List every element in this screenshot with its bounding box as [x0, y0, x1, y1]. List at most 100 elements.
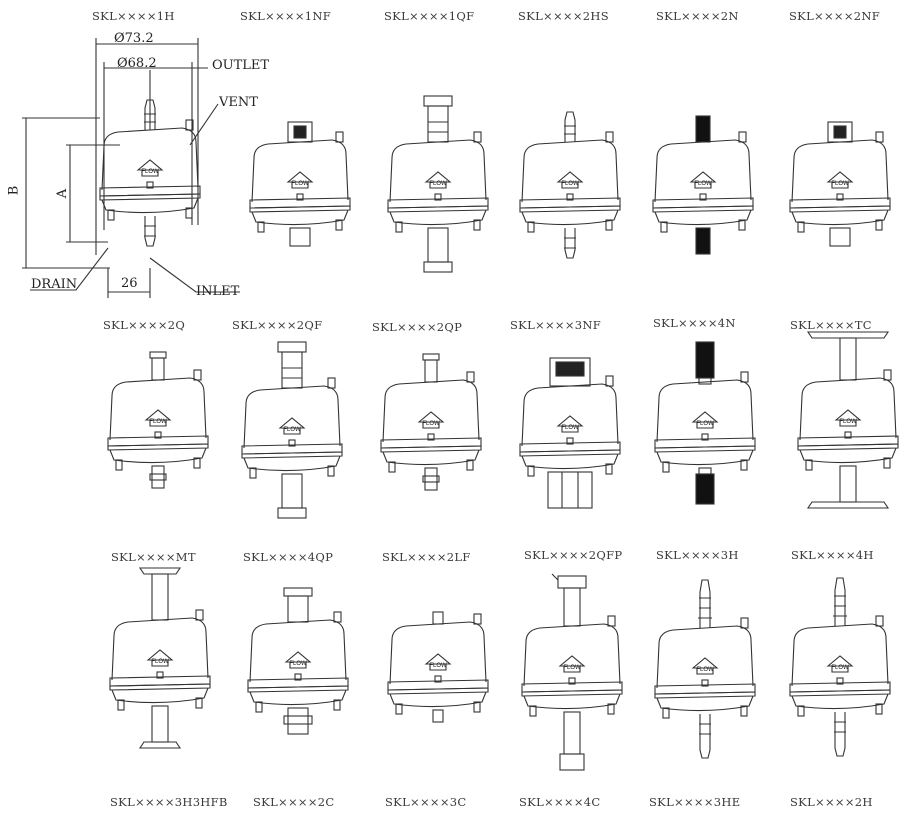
- housing-dome: [523, 383, 617, 403]
- valve-fitting: [563, 587, 581, 627]
- flow-logo-text: FLOW: [141, 169, 159, 175]
- housing-dome: [103, 127, 197, 147]
- qp-fitting: [151, 465, 165, 489]
- marker-square: [836, 677, 844, 685]
- qp-fitting: [422, 353, 440, 361]
- drain-stub: [527, 465, 535, 477]
- flow-logo-text: FLOW: [429, 181, 447, 187]
- inlet-leader: [149, 257, 240, 293]
- flow-logo-text: FLOW: [831, 181, 849, 187]
- flow-logo-icon: [691, 411, 719, 429]
- hose-barb-fitting: [564, 228, 576, 259]
- vent-stub: [327, 377, 336, 389]
- height-b-line: [22, 117, 110, 269]
- drain-stub: [605, 463, 613, 475]
- model-label-4h: SKL××××4H: [791, 548, 874, 562]
- drain-stub: [883, 457, 891, 469]
- housing-side: [389, 153, 487, 203]
- valve-fitting: [551, 573, 559, 581]
- qp-fitting: [287, 595, 309, 623]
- drain-label: DRAIN: [31, 277, 78, 292]
- flow-logo-text: FLOW: [283, 427, 301, 433]
- housing-side: [101, 141, 199, 191]
- housing-band: [519, 205, 621, 213]
- housing-side: [799, 391, 897, 441]
- model-label-4n: SKL××××4N: [653, 316, 736, 330]
- marker-square: [836, 193, 844, 201]
- filter-housing: FLOW: [387, 611, 489, 723]
- inner-diameter-line: [103, 62, 193, 230]
- drain-stub: [335, 219, 343, 231]
- drain-stub: [395, 703, 403, 715]
- housing-side: [656, 393, 754, 443]
- quick-connect-fitting: [428, 121, 448, 133]
- qp-fitting: [424, 467, 438, 491]
- quick-connect-fitting: [427, 105, 449, 143]
- quick-connect-fitting: [423, 95, 453, 107]
- drain-stub: [107, 209, 115, 221]
- model-label-4qp: SKL××××4QP: [243, 550, 334, 564]
- drain-leader: [30, 247, 109, 291]
- model-label-2qp: SKL××××2QP: [372, 320, 463, 334]
- model-label-3he: SKL××××3HE: [649, 795, 741, 809]
- quick-connect-fitting: [423, 261, 453, 273]
- model-label-1qf: SKL××××1QF: [384, 9, 475, 23]
- housing-band: [107, 443, 209, 451]
- hose-barb-fitting: [564, 111, 576, 142]
- filter-housing: FLOW: [241, 341, 343, 519]
- drain-stub: [797, 221, 805, 233]
- housing-band: [797, 443, 899, 451]
- drain-stub: [466, 459, 474, 471]
- marker-square: [288, 439, 296, 447]
- flow-logo-text: FLOW: [429, 663, 447, 669]
- flow-logo-icon: [826, 171, 854, 189]
- qp-fitting: [283, 587, 313, 597]
- nut-fitting: [549, 357, 591, 387]
- model-label-2c: SKL××××2C: [253, 795, 335, 809]
- model-label-1h: SKL××××1H: [92, 9, 175, 23]
- housing-band: [654, 691, 756, 699]
- drain-stub: [117, 699, 125, 711]
- flow-logo-icon: [144, 409, 172, 427]
- housing-dome: [658, 625, 752, 645]
- model-label-3c: SKL××××3C: [385, 795, 467, 809]
- hose-barb-fitting: [833, 577, 847, 626]
- model-label-2qfp: SKL××××2QFP: [524, 548, 623, 562]
- housing-side: [389, 635, 487, 685]
- qp-fitting: [151, 357, 165, 381]
- housing-side: [251, 153, 349, 203]
- drain-stub: [527, 221, 535, 233]
- housing-band: [249, 205, 351, 213]
- filter-housing: FLOW: [387, 95, 489, 273]
- housing-side: [521, 153, 619, 203]
- vent-stub: [605, 375, 614, 387]
- vent-label: VENT: [219, 95, 258, 110]
- drain-offset-label: 26: [121, 276, 138, 291]
- housing-dome: [113, 617, 207, 637]
- filter-housing: FLOW: [654, 579, 756, 759]
- marker-square: [701, 433, 709, 441]
- flow-logo-text: FLOW: [696, 667, 714, 673]
- drain-stub: [660, 221, 668, 233]
- drain-stub: [607, 703, 615, 715]
- npt-thread-fitting: [695, 341, 715, 379]
- inner-diameter-label: Ø68.2: [117, 56, 157, 71]
- stub-fitting: [547, 471, 593, 509]
- qp-fitting: [422, 475, 440, 483]
- housing-band: [652, 205, 754, 213]
- outer-diameter-label: Ø73.2: [114, 31, 154, 46]
- housing-side: [382, 393, 480, 443]
- flow-logo-icon: [558, 655, 586, 673]
- flow-logo-icon: [424, 653, 452, 671]
- quick-connect-fitting: [281, 351, 303, 389]
- drain-stub: [875, 703, 883, 715]
- dimension-lines: [22, 38, 240, 298]
- housing-band: [109, 683, 211, 691]
- drain-stub: [529, 705, 537, 717]
- drain-stub: [388, 461, 396, 473]
- npt-thread-fitting: [695, 227, 711, 255]
- housing-side: [656, 639, 754, 689]
- vent-leader: [189, 103, 219, 146]
- housing-dome: [245, 385, 339, 405]
